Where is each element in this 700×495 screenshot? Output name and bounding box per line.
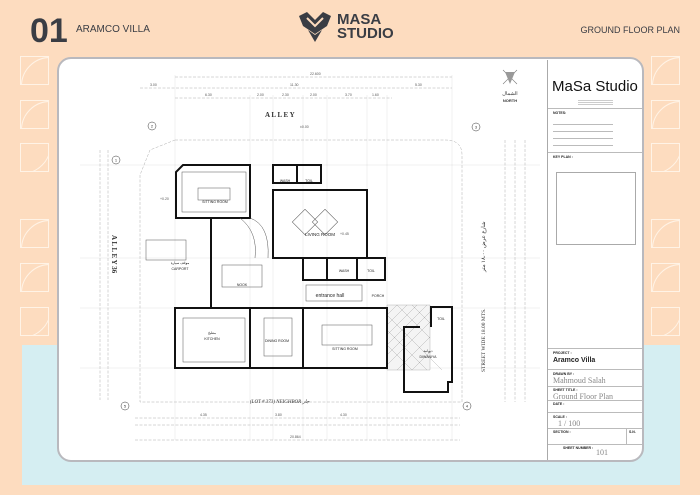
room-kitchen: KITCHEN: [204, 337, 220, 341]
svg-text:موقف سيارة: موقف سيارة: [171, 260, 190, 265]
grid-bubbles: 1 2 3 4 5: [111, 121, 481, 411]
svg-text:2: 2: [151, 124, 154, 129]
dimension-lines: [99, 76, 526, 441]
studio-name: MaSa Studio: [552, 78, 638, 95]
svg-text:WASH: WASH: [280, 179, 291, 183]
svg-text:3.80: 3.80: [275, 413, 282, 417]
room-nook: NOOK: [237, 283, 248, 287]
dimension-labels: 22.600 3.00 11.30 5.30 6.30 2.00 2.30 2.00 3.70…: [150, 72, 422, 439]
svg-text:WASH: WASH: [339, 269, 350, 273]
svg-text:2.30: 2.30: [282, 93, 289, 97]
svg-text:+0.45: +0.45: [340, 232, 349, 236]
svg-text:ديوانية: ديوانية: [423, 348, 433, 353]
svg-text:5.30: 5.30: [415, 83, 422, 87]
svg-text:4.30: 4.30: [340, 413, 347, 417]
room-diwaniya: DIWANIYA: [420, 355, 438, 359]
svg-text:1: 1: [115, 158, 118, 163]
alley-top-label: A L L E Y: [265, 111, 295, 119]
alley-left-label: A L L E Y 36: [110, 235, 118, 274]
svg-text:TOIL: TOIL: [305, 179, 313, 183]
svg-text:2.00: 2.00: [310, 93, 317, 97]
svg-text:3.00: 3.00: [150, 83, 157, 87]
title-block: MaSa Studio NOTES: KEY PLAN : PROJECT : …: [547, 60, 642, 460]
svg-text:الشمال: الشمال: [502, 91, 517, 97]
project-title: ARAMCO VILLA: [76, 24, 150, 35]
room-sitting-bottom: SITTING ROOM: [332, 347, 358, 351]
site-labels: A L L E Y A L L E Y 36 STREET WIDE 18.00…: [110, 111, 487, 405]
svg-text:±0.00: ±0.00: [300, 125, 309, 129]
hatch-area: [386, 304, 443, 371]
room-labels: SITTING ROOM WASH TOIL LIVING ROOM موقف س…: [171, 179, 445, 359]
svg-text:5: 5: [124, 404, 127, 409]
svg-text:3.70: 3.70: [345, 93, 352, 97]
room-carport: CARPORT: [171, 267, 189, 271]
contact-lines: [578, 100, 613, 106]
street-label: STREET WIDE 18.00 MTS.: [481, 308, 487, 372]
svg-text:+0.20: +0.20: [160, 197, 169, 201]
walls: [174, 164, 453, 393]
street-label-ar: شارع عرض ١٨،٠٠ متر: [480, 221, 487, 273]
logo-mark-icon: [299, 12, 331, 42]
sheet-index: 01: [30, 12, 68, 50]
room-living: LIVING ROOM: [305, 232, 335, 237]
svg-text:4.35: 4.35: [200, 413, 207, 417]
north-arrow: الشمال NORTH: [502, 69, 518, 103]
svg-text:6.30: 6.30: [205, 93, 212, 97]
fixtures: [145, 171, 373, 363]
svg-text:4: 4: [466, 404, 469, 409]
svg-text:1.60: 1.60: [372, 93, 379, 97]
room-sitting-top: SITTING ROOM: [202, 200, 228, 204]
key-plan-box: [556, 172, 636, 245]
notes-lines: [553, 118, 613, 148]
drawing-sheet: [57, 57, 644, 462]
svg-text:NORTH: NORTH: [503, 98, 517, 103]
room-entrance: entrance hall: [316, 293, 345, 299]
svg-text:22.600: 22.600: [310, 72, 321, 76]
svg-text:2.00: 2.00: [257, 93, 264, 97]
svg-text:3: 3: [475, 125, 478, 130]
room-porch: PORCH: [372, 294, 385, 298]
svg-text:مطبخ: مطبخ: [208, 330, 216, 335]
sheet-name: GROUND FLOOR PLAN: [580, 25, 680, 35]
room-dining: DINING ROOM: [265, 339, 289, 343]
neighbor-label: (LOT # 373) NEIGHBOR جار: [250, 399, 310, 405]
svg-text:11.30: 11.30: [290, 83, 299, 87]
svg-text:TOIL: TOIL: [367, 269, 375, 273]
svg-text:20.864: 20.864: [290, 435, 301, 439]
svg-text:TOIL: TOIL: [437, 317, 445, 321]
